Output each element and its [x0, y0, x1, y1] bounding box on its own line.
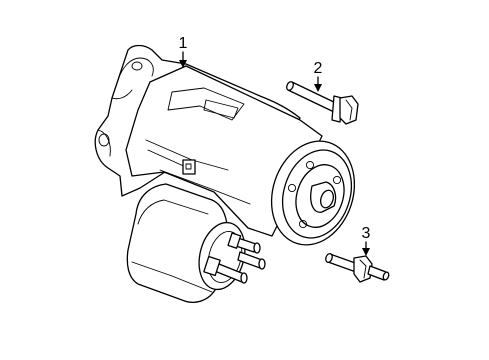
end-cap-hole-3	[298, 219, 308, 229]
bolt-hex-head	[339, 95, 359, 125]
bracket-bolt-hole-lower	[98, 133, 110, 147]
leader-arrow-1	[179, 60, 187, 68]
stud-tip	[325, 252, 333, 264]
housing-recess	[203, 99, 239, 119]
housing-seam-b	[147, 149, 189, 169]
housing-bottom-edge	[159, 169, 251, 205]
housing-label-panel	[167, 87, 245, 121]
mounting-stud	[325, 252, 390, 283]
callout-label-2: 2	[314, 60, 323, 77]
bolt-shank	[287, 81, 339, 113]
shaft-end	[320, 189, 334, 209]
callout-1: 1	[179, 35, 188, 68]
terminal-stud-upper-end	[253, 242, 261, 254]
stud-hex-edge	[359, 259, 367, 279]
solenoid-seam-front	[137, 199, 209, 225]
terminal-tab-hole	[185, 163, 192, 170]
leader-arrow-2	[314, 84, 322, 92]
terminal-stud-lower-end	[240, 272, 248, 284]
callout-2: 2	[314, 60, 323, 92]
callout-label-3: 3	[362, 225, 371, 242]
starter-motor	[94, 44, 356, 303]
end-cap-hole-4	[287, 183, 297, 193]
leader-arrow-3	[362, 248, 370, 256]
bolt-hex-edge	[345, 99, 353, 121]
solenoid-seam-rear	[131, 261, 213, 293]
terminal-nut-upper	[227, 232, 242, 249]
callout-label-1: 1	[179, 35, 188, 52]
terminal-tab	[182, 159, 196, 175]
bracket-bolt-hole-upper	[131, 61, 143, 71]
stud-short-end-cap	[382, 271, 390, 281]
terminal-nut	[203, 255, 221, 277]
solenoid-terminals	[203, 232, 266, 284]
mounting-bolt	[286, 81, 359, 125]
bracket-rib-upper	[117, 57, 154, 81]
callout-3: 3	[362, 225, 371, 256]
bolt-tip	[286, 81, 294, 91]
bracket-rib-lower	[97, 129, 111, 157]
end-cap-hole-2	[332, 175, 342, 185]
end-cap-hole-1	[305, 160, 315, 170]
terminal-stud-mid-end	[258, 258, 266, 270]
bracket-rib-side	[111, 89, 133, 100]
